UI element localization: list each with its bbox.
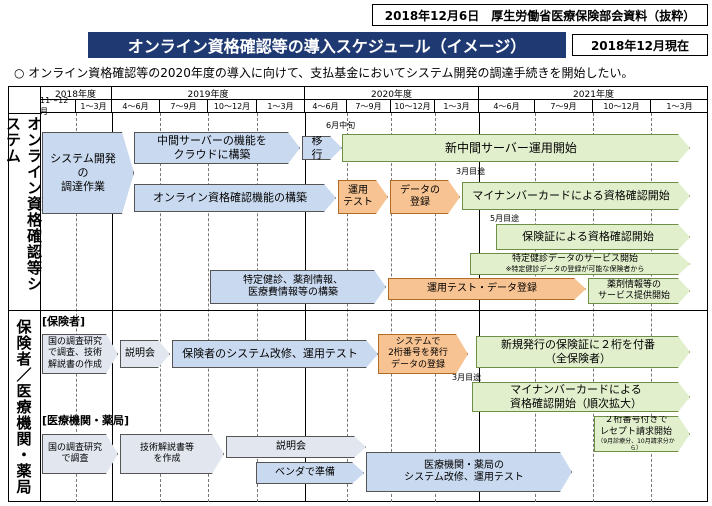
vendor-box: ベンダで準備 <box>256 462 364 484</box>
two-digit-box: システムで 2桁番号を発行 データの登録 <box>378 334 468 374</box>
quarter-cell: 1～3月 <box>435 100 479 113</box>
insurer-renovation-box: 保険者のシステム改修、運用テスト <box>172 340 378 368</box>
quarter-cell: 1～3月 <box>651 100 708 113</box>
march-note-2: 3月目途 <box>452 373 482 382</box>
tokutei-service-box: 特定健診データのサービス開始 ※特定健診データの登録が可能な保険者から <box>470 253 690 275</box>
quarter-cell: 1～3月 <box>76 100 112 113</box>
grid-line <box>593 113 594 502</box>
insurer-label: [保険者] <box>42 315 86 328</box>
receipt-box: ２桁番号付きで レセプト請求開始 （9月診療分、10月請求分から） <box>594 416 690 452</box>
grid-line <box>435 113 436 502</box>
grid-line <box>535 113 536 502</box>
grid-line <box>257 113 258 502</box>
tokutei-build-box: 特定健診、薬剤情報、 医療費情報等の構築 <box>210 270 386 304</box>
grid-line <box>391 113 392 502</box>
insurer-briefing-box: 説明会 <box>120 340 170 368</box>
quarter-cell: 7～9月 <box>160 100 208 113</box>
insurer-research-box: 国の調査研究 で調査、技術 解説書の作成 <box>42 334 118 374</box>
hoken-start-box: 保険証による資格確認開始 <box>496 224 690 250</box>
section-label-insurer: 保険者／医療機関・薬局 <box>14 319 33 495</box>
mynumber-start-box: マイナンバーカードによる資格確認開始 <box>462 182 690 210</box>
grid-line <box>160 113 161 502</box>
mid-server-start-box: 新中間サーバー運用開始 <box>342 134 690 162</box>
page-title: オンライン資格確認等の導入スケジュール（イメージ） <box>88 32 566 58</box>
grid-line <box>479 113 480 502</box>
clinic-research-box: 国の調査研究 で調査 <box>42 434 118 474</box>
section-divider <box>8 310 708 311</box>
tokutei-service-label: 特定健診データのサービス開始 <box>511 254 638 264</box>
grid-line <box>112 113 113 502</box>
intro-text: ○ オンライン資格確認等の2020年度の導入に向けて、支払基金においてシステム開… <box>14 65 634 80</box>
quarter-cell: 10～12月 <box>391 100 435 113</box>
dev-procurement-box: システム開発の 調達作業 <box>42 132 134 214</box>
mid-server-box: 中間サーバーの機能を クラウドに構築 <box>134 132 300 164</box>
section-label-system: オンライン資格確認等システム <box>4 116 43 292</box>
yakuzai-service-box: 薬剤情報等の サービス提供開始 <box>588 278 690 304</box>
quarter-cell: 11～12月 <box>40 96 76 116</box>
quarter-cell: 7～9月 <box>347 100 391 113</box>
schedule-table <box>8 86 708 502</box>
receipt-label: ２桁番号付きで レセプト請求開始 <box>599 415 672 437</box>
date-badge: 2018年12月現在 <box>572 34 708 56</box>
quarter-cell: 1～3月 <box>257 100 305 113</box>
clinic-label: [医療機関・薬局] <box>42 414 130 427</box>
label-column-border <box>40 87 41 502</box>
grid-line <box>651 113 652 502</box>
grid-line <box>347 113 348 502</box>
may-note: 5月目途 <box>490 214 520 223</box>
grid-line <box>76 113 77 502</box>
data-register-box: データの 登録 <box>390 180 460 214</box>
quarter-cell: 10～12月 <box>593 100 651 113</box>
clinic-briefing-box: 説明会 <box>226 436 366 458</box>
grid-line <box>208 113 209 502</box>
tokutei-service-note: ※特定健診データの登録が可能な保険者から <box>505 265 645 274</box>
quarter-cell: 7～9月 <box>535 100 593 113</box>
quarter-cell: 4～6月 <box>112 100 160 113</box>
clinic-renovation-box: 医療機関・薬局の システム改修、運用テスト <box>366 452 572 492</box>
online-build-box: オンライン資格確認機能の構築 <box>134 184 336 212</box>
year-2021: 2021年度 <box>479 87 708 100</box>
op-test-data-box: 運用テスト・データ登録 <box>388 278 586 300</box>
mynumber-expand-box: マイナンバーカードによる 資格確認開始（順次拡大） <box>472 382 690 412</box>
label-header-border <box>8 113 40 114</box>
new-cards-box: 新規発行の保険証に２桁を付番 （全保険者） <box>476 336 690 368</box>
year-2018: 2018年度 <box>40 87 112 100</box>
grid-line <box>305 113 306 502</box>
quarter-cell: 4～6月 <box>305 100 347 113</box>
source-note: 2018年12月6日 厚生労働省医療保険部会資料（抜粋） <box>372 4 708 26</box>
op-test-box: 運用 テスト <box>338 180 388 214</box>
year-2019: 2019年度 <box>112 87 305 100</box>
clinic-manual-box: 技術解説書等 を作成 <box>120 434 224 474</box>
june-note: 6月中旬 <box>326 121 356 130</box>
year-2020: 2020年度 <box>305 87 479 100</box>
receipt-note: （9月診療分、10月請求分から） <box>597 437 675 453</box>
quarter-cell: 4～6月 <box>479 100 535 113</box>
quarter-cell: 10～12月 <box>208 100 257 113</box>
march-note: 3月目途 <box>456 167 486 176</box>
